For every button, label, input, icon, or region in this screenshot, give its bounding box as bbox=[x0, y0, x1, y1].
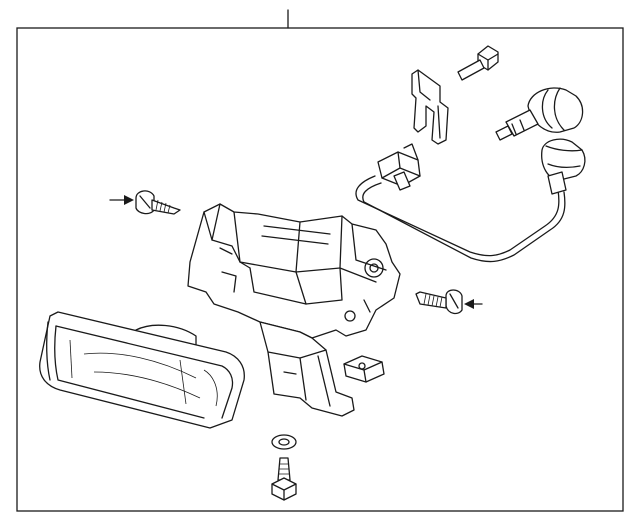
bulb-socket bbox=[541, 138, 586, 195]
bulb bbox=[495, 87, 584, 141]
fog-lamp-lens-housing bbox=[39, 311, 245, 429]
fog-lamp-mounting-bracket bbox=[187, 203, 401, 417]
wiring-harness bbox=[355, 175, 566, 263]
left-screw bbox=[135, 190, 181, 215]
diagram-frame bbox=[16, 27, 624, 512]
bottom-bolt bbox=[271, 457, 297, 501]
wire-harness-bracket bbox=[411, 69, 449, 145]
right-screw bbox=[415, 289, 463, 315]
left-screw-arrow bbox=[109, 195, 134, 205]
clip bbox=[343, 355, 385, 383]
right-screw-arrow bbox=[464, 299, 483, 309]
washer bbox=[271, 434, 297, 450]
harness-connector bbox=[377, 143, 421, 191]
upper-bolt bbox=[457, 45, 499, 81]
